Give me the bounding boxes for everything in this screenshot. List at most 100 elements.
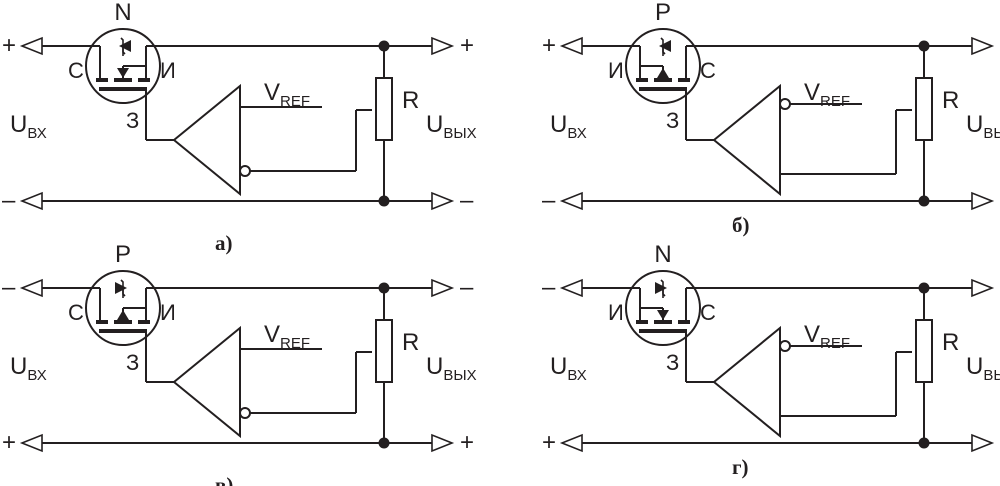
top-left-polarity: – — [2, 274, 16, 301]
input-voltage-label-subscript: ВХ — [27, 367, 46, 384]
pin-left-label: С — [68, 58, 84, 83]
bottom-left-polarity: + — [542, 429, 556, 456]
resistor-icon — [915, 288, 933, 443]
junction-bottom — [378, 195, 390, 207]
mosfet-icon — [625, 270, 701, 382]
vref-label-subscript: REF — [820, 335, 850, 352]
resistor-icon — [375, 288, 393, 443]
input-voltage-label-subscript: ВХ — [567, 125, 586, 142]
vref-label-symbol: V — [804, 321, 820, 348]
output-voltage-label-symbol: U — [966, 111, 983, 138]
figure-caption: б) — [732, 213, 750, 237]
input-top-terminal-icon — [19, 278, 43, 298]
output-voltage-label-subscript: ВЫХ — [983, 367, 1000, 384]
vref-label-subscript: REF — [280, 335, 310, 352]
vref-label-symbol: V — [264, 321, 280, 348]
input-top-terminal-icon — [559, 278, 583, 298]
junction-top — [918, 40, 930, 52]
junction-top — [378, 282, 390, 294]
top-right-polarity: – — [460, 274, 474, 301]
comparator-icon — [686, 83, 896, 197]
channel-type-label: N — [654, 241, 671, 268]
figure-caption: г) — [732, 455, 749, 479]
vref-label-subscript: REF — [820, 93, 850, 110]
bottom-right-polarity: + — [460, 429, 474, 456]
junction-top — [918, 282, 930, 294]
vref-label: VREF — [264, 79, 310, 110]
circuit-g: –+–+NИСЗVREFRUВХUВЫХг) — [542, 241, 1000, 479]
comparator-icon — [686, 325, 896, 439]
output-bottom-terminal-icon — [971, 191, 995, 211]
input-bottom-terminal-icon — [19, 433, 43, 453]
bottom-right-polarity: – — [460, 187, 474, 214]
junction-top — [378, 40, 390, 52]
vref-label: VREF — [804, 321, 850, 352]
vref-label-symbol: V — [264, 79, 280, 106]
output-voltage-label: UВЫХ — [966, 353, 1000, 384]
output-voltage-label: UВЫХ — [426, 353, 477, 384]
gate-label: З — [126, 108, 139, 133]
output-bottom-terminal-icon — [431, 433, 455, 453]
bottom-left-polarity: – — [542, 187, 556, 214]
mosfet-icon — [625, 28, 701, 140]
output-voltage-label-subscript: ВЫХ — [443, 367, 476, 384]
gate-label: З — [666, 350, 679, 375]
input-voltage-label: UВХ — [550, 111, 587, 142]
input-voltage-label: UВХ — [10, 353, 47, 384]
vref-label: VREF — [264, 321, 310, 352]
junction-bottom — [918, 437, 930, 449]
input-bottom-terminal-icon — [19, 191, 43, 211]
input-bottom-terminal-icon — [559, 433, 583, 453]
figure-caption: в) — [215, 473, 233, 486]
pin-left-label: С — [68, 300, 84, 325]
output-bottom-terminal-icon — [971, 433, 995, 453]
input-voltage-label: UВХ — [10, 111, 47, 142]
bottom-left-polarity: – — [2, 187, 16, 214]
output-top-terminal-icon — [431, 278, 455, 298]
comparator-icon — [146, 325, 356, 439]
top-left-polarity: + — [542, 32, 556, 59]
input-voltage-label-symbol: U — [550, 353, 567, 380]
resistor-label: R — [402, 87, 419, 114]
pin-right-label: И — [160, 58, 176, 83]
junction-bottom — [378, 437, 390, 449]
resistor-label: R — [942, 87, 959, 114]
output-voltage-label-symbol: U — [426, 111, 443, 138]
gate-label: З — [666, 108, 679, 133]
vref-label-subscript: REF — [280, 93, 310, 110]
gate-label: З — [126, 350, 139, 375]
resistor-label: R — [942, 329, 959, 356]
vref-label-symbol: V — [804, 79, 820, 106]
output-bottom-terminal-icon — [431, 191, 455, 211]
input-voltage-label: UВХ — [550, 353, 587, 384]
comparator-icon — [146, 83, 356, 197]
vref-label: VREF — [804, 79, 850, 110]
input-bottom-terminal-icon — [559, 191, 583, 211]
resistor-icon — [915, 46, 933, 201]
input-voltage-label-symbol: U — [550, 111, 567, 138]
input-voltage-label-symbol: U — [10, 111, 27, 138]
output-voltage-label-symbol: U — [426, 353, 443, 380]
output-voltage-label-subscript: ВЫХ — [443, 125, 476, 142]
output-voltage-label: UВЫХ — [966, 111, 1000, 142]
resistor-icon — [375, 46, 393, 201]
pin-right-label: С — [700, 58, 716, 83]
pin-left-label: И — [608, 300, 624, 325]
output-top-terminal-icon — [971, 36, 995, 56]
pin-left-label: И — [608, 58, 624, 83]
figure-caption: а) — [215, 231, 233, 255]
channel-type-label: N — [114, 0, 131, 26]
bottom-left-polarity: + — [2, 429, 16, 456]
input-voltage-label-subscript: ВХ — [27, 125, 46, 142]
output-voltage-label-subscript: ВЫХ — [983, 125, 1000, 142]
input-voltage-label-symbol: U — [10, 353, 27, 380]
channel-type-label: P — [115, 241, 131, 268]
top-left-polarity: – — [542, 274, 556, 301]
output-voltage-label-symbol: U — [966, 353, 983, 380]
output-voltage-label: UВЫХ — [426, 111, 477, 142]
top-right-polarity: + — [460, 32, 474, 59]
output-top-terminal-icon — [431, 36, 455, 56]
circuit-b: +–+–PИСЗVREFRUВХUВЫХб) — [542, 0, 1000, 237]
